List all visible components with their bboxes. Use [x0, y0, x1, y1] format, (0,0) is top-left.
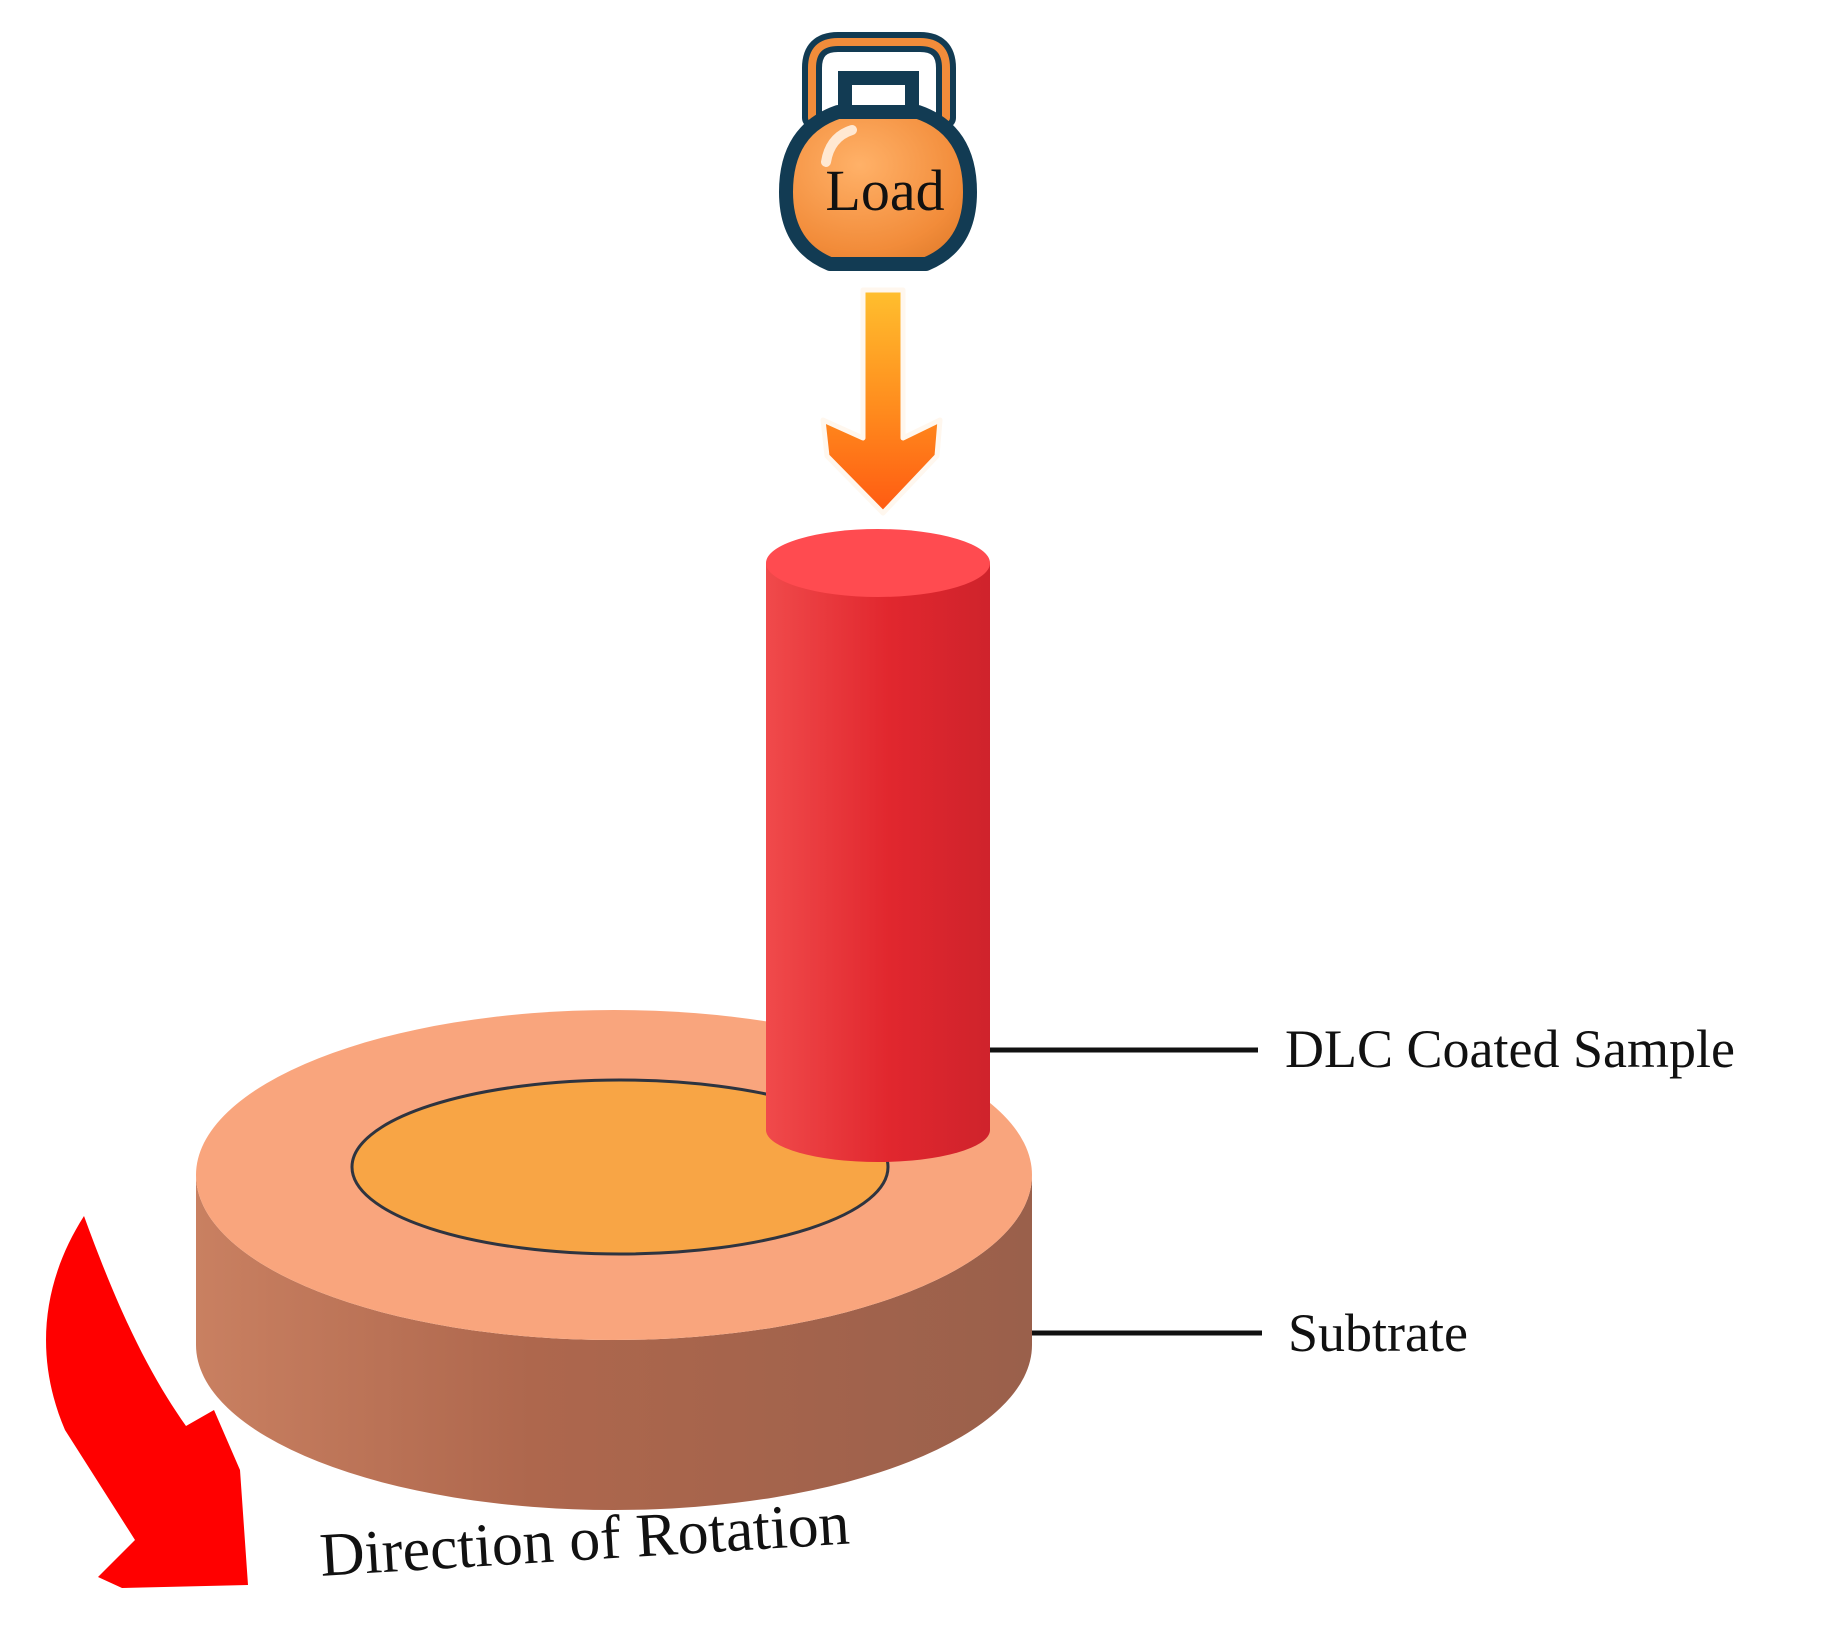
curved-arrow-icon [46, 1216, 248, 1588]
wear-track [350, 1078, 890, 1256]
kettlebell-icon [779, 32, 977, 271]
substrate-side [196, 1175, 1032, 1510]
load-label: Load [825, 158, 945, 223]
dlc-coated-pin [766, 529, 990, 1162]
substrate-label: Subtrate [1288, 1303, 1468, 1363]
dlc-coated-sample-label: DLC Coated Sample [1285, 1019, 1735, 1079]
arrow-down-icon [820, 287, 943, 516]
pin-body [766, 563, 990, 1162]
pin-top [766, 529, 990, 597]
